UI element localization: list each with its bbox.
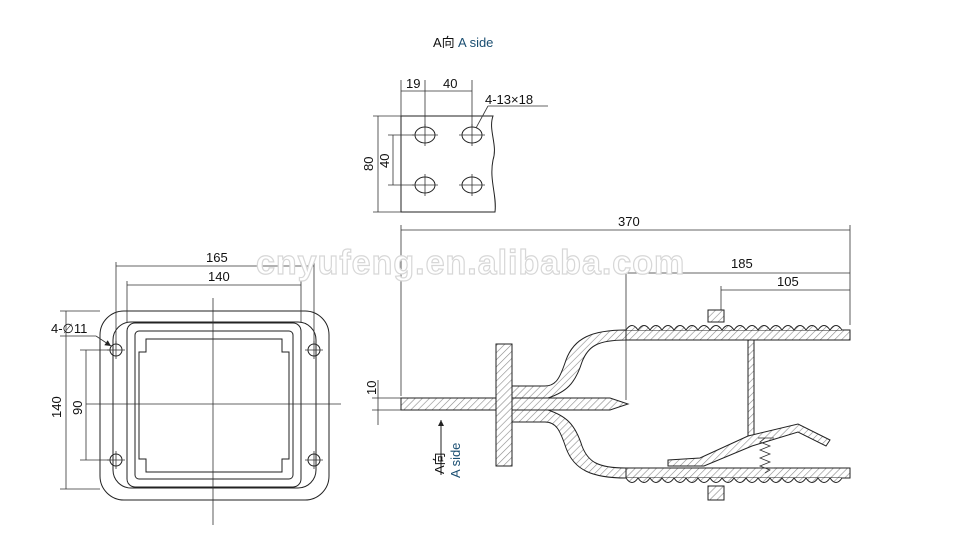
watermark: cnyufeng.en.alibaba.com (256, 244, 685, 282)
dim-105: 105 (777, 274, 799, 289)
a-side-arrow-cn: A向 (432, 452, 447, 474)
dim-40-horizontal: 40 (443, 76, 457, 91)
dim-19: 19 (406, 76, 420, 91)
flange-view: 165 140 4-∅11 140 90 (49, 250, 341, 525)
dim-370: 370 (618, 214, 640, 229)
dim-140-horizontal: 140 (208, 269, 230, 284)
dim-80: 80 (361, 157, 376, 171)
slot-hole (459, 124, 485, 146)
a-side-title-cn: A向 (433, 35, 455, 50)
a-side-title: A向 A side (433, 35, 493, 50)
dim-90: 90 (70, 401, 85, 415)
dim-140-vertical: 140 (49, 396, 64, 418)
dim-slot-holes: 4-13×18 (485, 92, 533, 107)
a-side-arrow-en: A side (448, 443, 463, 478)
flange-hole (305, 451, 323, 469)
slot-hole (412, 124, 438, 146)
section-view: 370 185 105 10 (364, 214, 851, 501)
slot-hole (412, 174, 438, 196)
dim-round-holes: 4-∅11 (51, 321, 87, 336)
dim-40-vertical: 40 (377, 154, 392, 168)
a-side-title-en: A side (458, 35, 493, 50)
plate-view: 19 40 4-13×18 80 40 (361, 76, 548, 213)
dim-185: 185 (731, 256, 753, 271)
slot-hole (459, 174, 485, 196)
dim-10: 10 (364, 381, 379, 395)
dim-165: 165 (206, 250, 228, 265)
